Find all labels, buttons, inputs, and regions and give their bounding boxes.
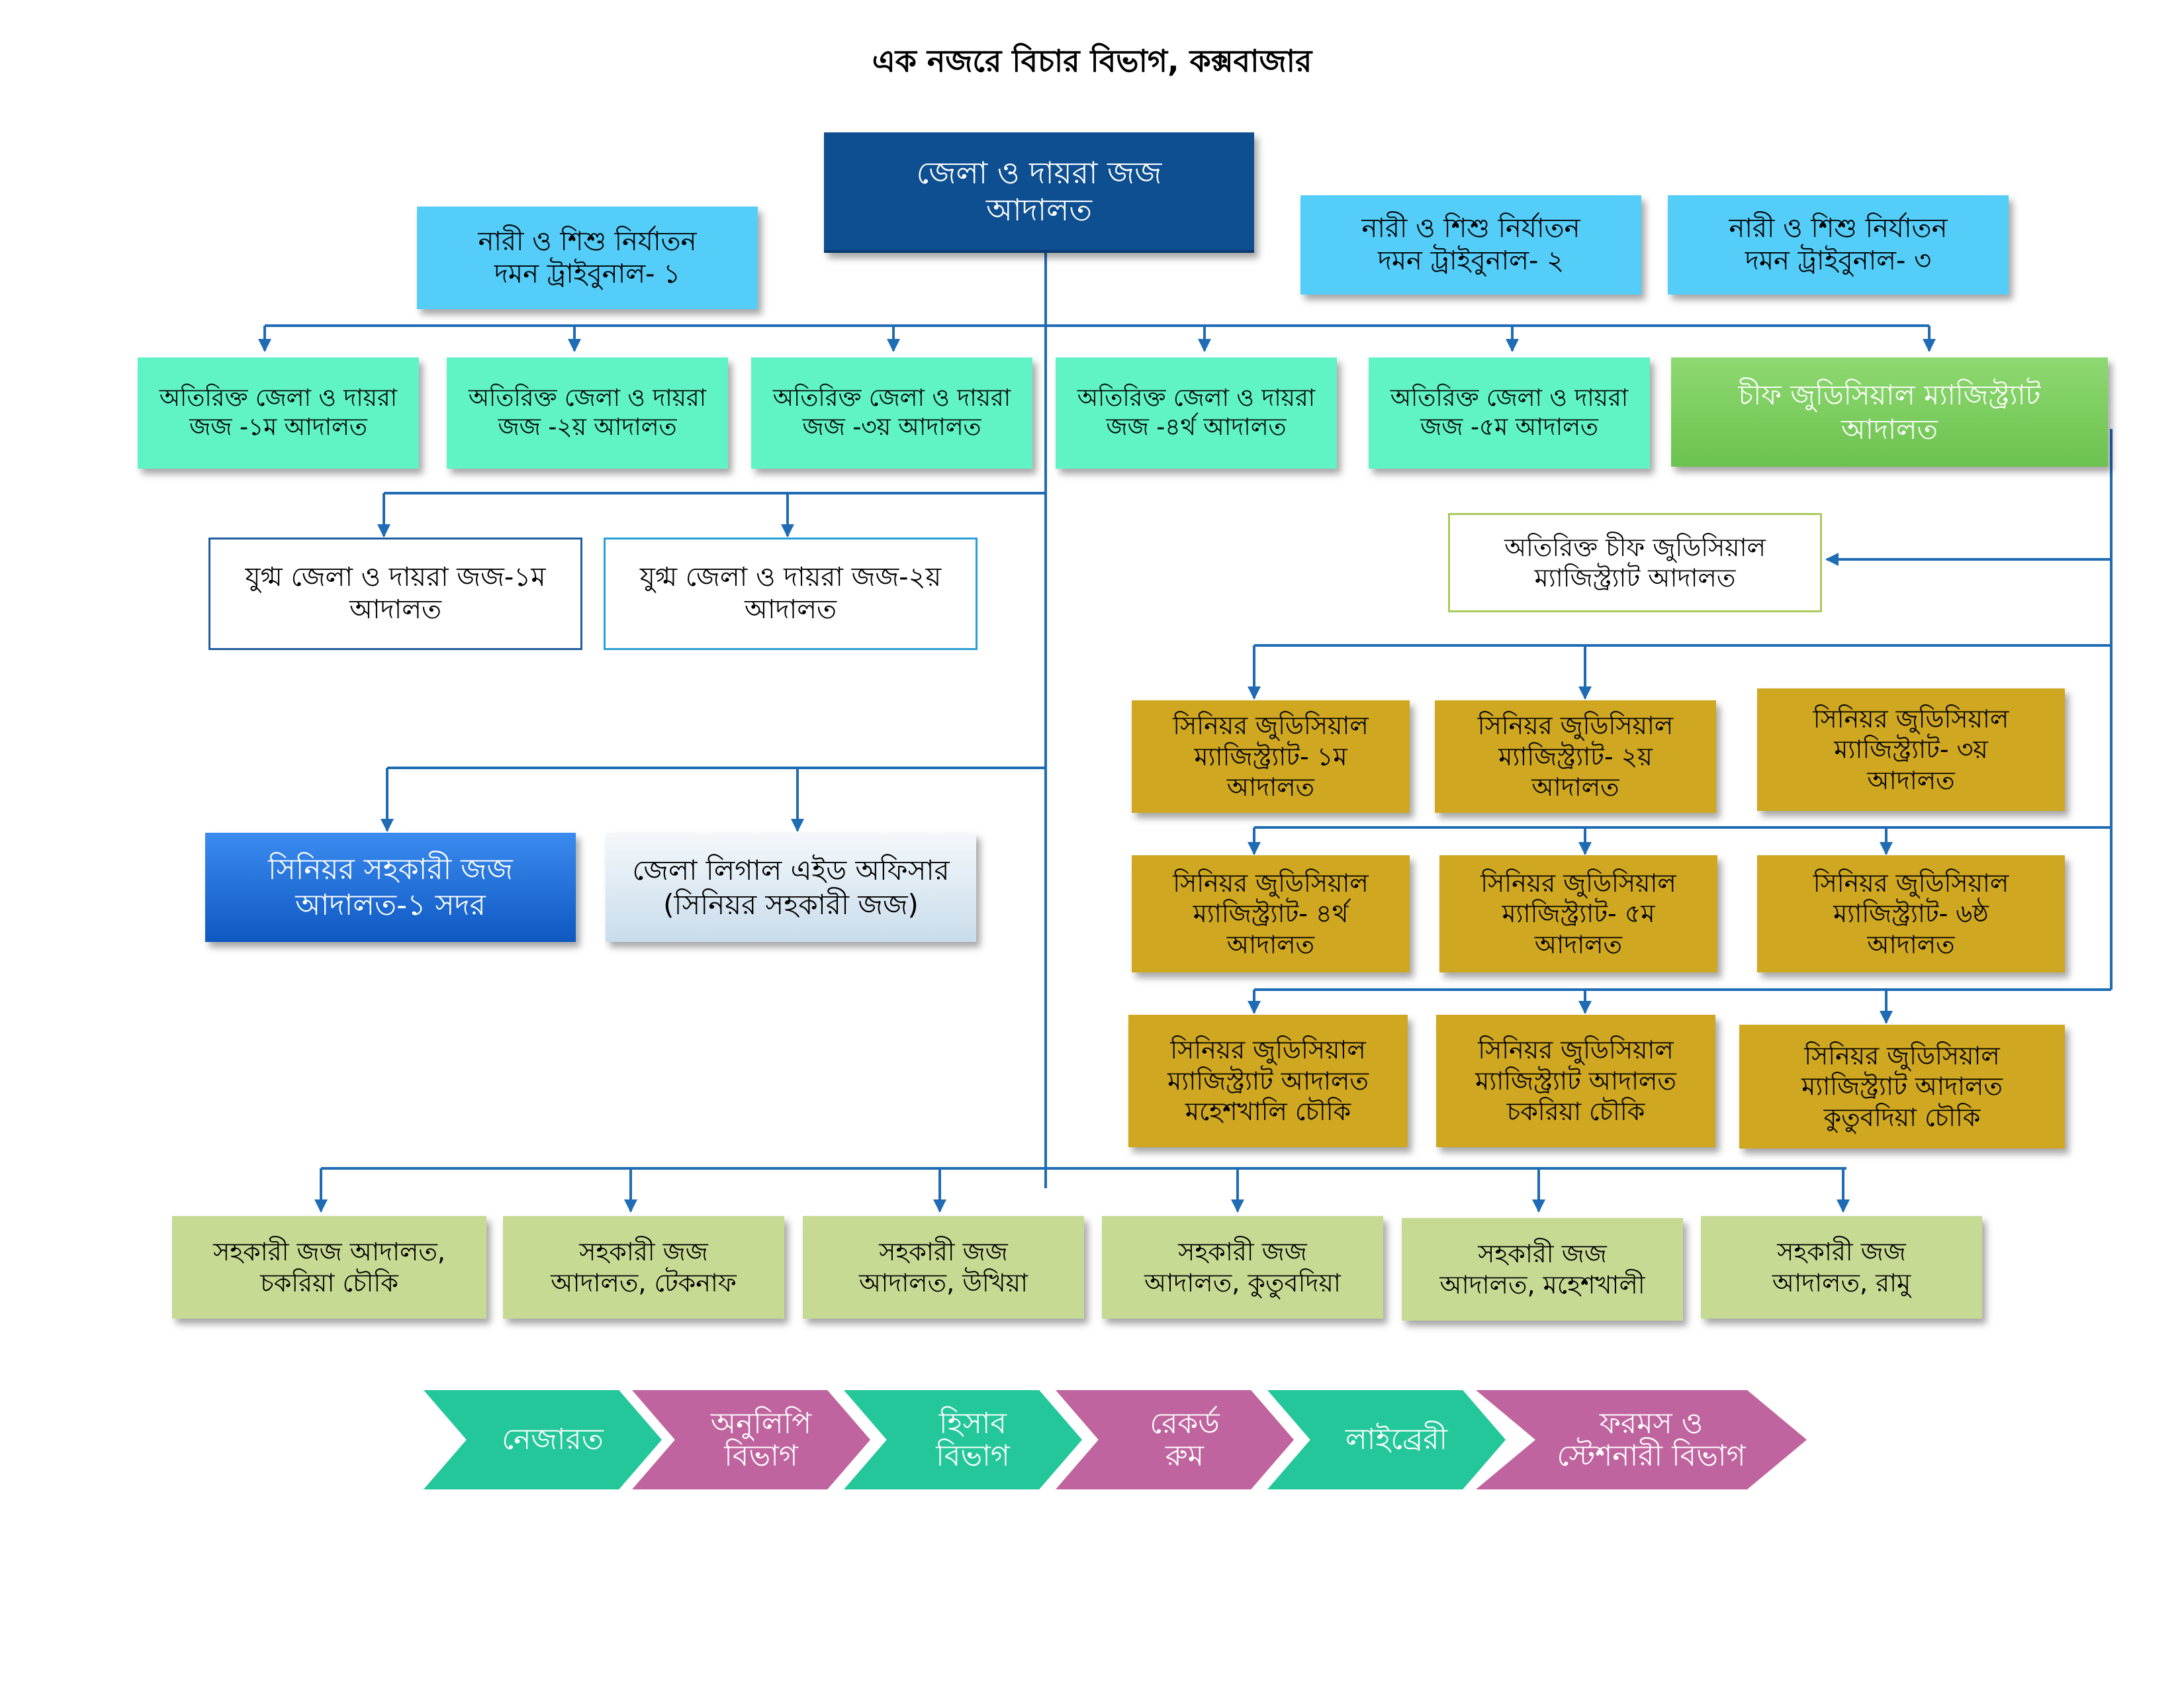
assistant-judge-moheshkhali: সহকারী জজ আদালত, মহেশখালী (1402, 1218, 1683, 1321)
assistant-judge-teknaf: সহকারী জজ আদালত, টেকনাফ (503, 1216, 784, 1319)
chart-title: এক নজরে বিচার বিভাগ, কক্সবাজার (872, 43, 1312, 79)
senior-magistrate-2: সিনিয়র জুডিসিয়াল ম্যাজিস্ট্র্যাট- ২য় … (1435, 700, 1716, 813)
assistant-judge-ukhiya: সহকারী জজ আদালত, উখিয়া (803, 1216, 1084, 1319)
sections-row: নেজারত অনুলিপি বিভাগ হিসাব বিভাগ রেকর্ড … (410, 1390, 1813, 1489)
senior-magistrate-5: সিনিয়র জুডিসিয়াল ম্যাজিস্ট্র্যাট- ৫ম আ… (1439, 855, 1717, 972)
senior-magistrate-3: সিনিয়র জুডিসিয়াল ম্যাজিস্ট্র্যাট- ৩য় … (1757, 688, 2065, 811)
legal-aid-officer: জেলা লিগাল এইড অফিসার (সিনিয়র সহকারী জজ… (606, 833, 976, 942)
joint-judge-2: যুগ্ম জেলা ও দায়রা জজ-২য় আদালত (604, 538, 978, 650)
tribunal-2: নারী ও শিশু নির্যাতন দমন ট্রাইবুনাল- ২ (1300, 195, 1641, 295)
senior-magistrate-moheshkhali: সিনিয়র জুডিসিয়াল ম্যাজিস্ট্র্যাট আদালত… (1128, 1015, 1408, 1147)
section-copying: অনুলিপি বিভাগ (632, 1390, 870, 1489)
senior-magistrate-1: সিনিয়র জুডিসিয়াল ম্যাজিস্ট্র্যাট- ১ম আ… (1132, 700, 1410, 813)
chief-judicial-magistrate-court: চীফ জুডিসিয়াল ম্যাজিস্ট্র্যাট আদালত (1671, 357, 2108, 467)
senior-magistrate-6: সিনিয়র জুডিসিয়াল ম্যাজিস্ট্র্যাট- ৬ষ্ঠ… (1757, 855, 2065, 972)
tribunal-1: নারী ও শিশু নির্যাতন দমন ট্রাইবুনাল- ১ (417, 207, 758, 309)
section-accounts: হিসাব বিভাগ (844, 1390, 1082, 1489)
assistant-judge-chakaria: সহকারী জজ আদালত, চকরিয়া চৌকি (172, 1216, 486, 1319)
senior-magistrate-4: সিনিয়র জুডিসিয়াল ম্যাজিস্ট্র্যাট- ৪র্থ… (1132, 855, 1410, 972)
additional-cjm-court: অতিরিক্ত চীফ জুডিসিয়াল ম্যাজিস্ট্র্যাট … (1448, 513, 1822, 612)
additional-judge-3: অতিরিক্ত জেলা ও দায়রা জজ -৩য় আদালত (751, 357, 1032, 469)
tribunal-3: নারী ও শিশু নির্যাতন দমন ট্রাইবুনাল- ৩ (1668, 195, 2009, 295)
assistant-judge-kutubdia: সহকারী জজ আদালত, কুতুবদিয়া (1102, 1216, 1383, 1319)
section-nezarat: নেজারত (424, 1390, 662, 1489)
senior-magistrate-chakaria: সিনিয়র জুডিসিয়াল ম্যাজিস্ট্র্যাট আদালত… (1436, 1015, 1715, 1147)
section-record-room: রেকর্ড রুম (1056, 1390, 1294, 1489)
section-library: লাইব্রেরী (1267, 1390, 1506, 1489)
joint-judge-1: যুগ্ম জেলা ও দায়রা জজ-১ম আদালত (208, 538, 582, 650)
additional-judge-2: অতিরিক্ত জেলা ও দায়রা জজ -২য় আদালত (447, 357, 728, 469)
senior-assistant-judge-court: সিনিয়র সহকারী জজ আদালত-১ সদর (205, 833, 576, 942)
additional-judge-5: অতিরিক্ত জেলা ও দায়রা জজ -৫ম আদালত (1369, 357, 1650, 469)
assistant-judge-ramu: সহকারী জজ আদালত, রামু (1701, 1216, 1982, 1319)
additional-judge-1: অতিরিক্ত জেলা ও দায়রা জজ -১ম আদালত (138, 357, 419, 469)
section-forms-stationery: ফরমস ও স্টেশনারী বিভাগ (1476, 1390, 1807, 1489)
additional-judge-4: অতিরিক্ত জেলা ও দায়রা জজ -৪র্থ আদালত (1056, 357, 1337, 469)
senior-magistrate-kutubdia: সিনিয়র জুডিসিয়াল ম্যাজিস্ট্র্যাট আদালত… (1739, 1025, 2065, 1149)
district-judge-court: জেলা ও দায়রা জজ আদালত (824, 132, 1254, 253)
